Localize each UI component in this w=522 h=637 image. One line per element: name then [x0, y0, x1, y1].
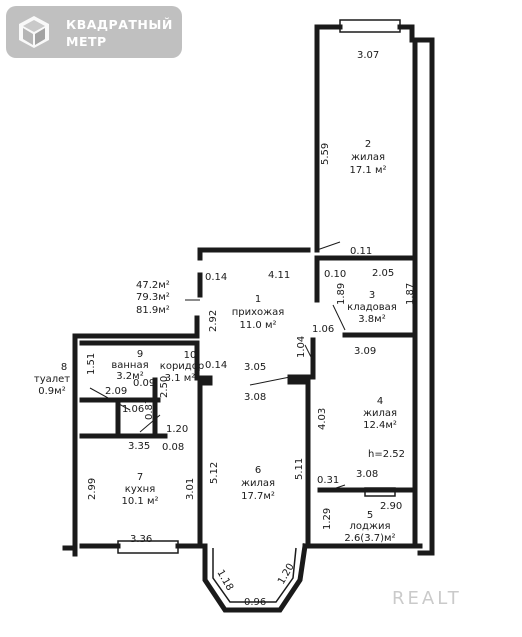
room-2-name: жилая [351, 152, 385, 163]
walls [62, 19, 435, 613]
room-4-num: 4 [377, 396, 383, 407]
ceiling-height: h=2.52 [368, 449, 405, 460]
room-8-num: 8 [61, 362, 67, 373]
dim-3-09: 3.09 [354, 346, 376, 357]
door-lines [89, 241, 346, 491]
dim-1-89: 1.89 [336, 283, 347, 305]
room-4-name: жилая [363, 408, 397, 419]
room-1-area: 11.0 м² [240, 320, 277, 331]
room-5-area: 2.6(3.7)м² [344, 533, 395, 544]
dim-3-07: 3.07 [357, 50, 379, 61]
dim-1-06-b: 1.06 [122, 404, 144, 415]
dim-0-14-top: 0.14 [205, 272, 227, 283]
room-6-area: 17.7м² [241, 491, 275, 502]
dim-0-96: 0.96 [244, 597, 266, 608]
room-1-name: прихожая [232, 307, 285, 318]
room-5-num: 5 [367, 510, 373, 521]
dim-5-12: 5.12 [209, 462, 220, 484]
dim-2-50: 2.50 [159, 376, 170, 398]
dim-1-29: 1.29 [322, 508, 333, 530]
total-living: 47.2м² [136, 280, 170, 291]
dim-3-35: 3.35 [128, 441, 150, 452]
dim-3-08-b: 3.08 [356, 469, 378, 480]
dim-2-90: 2.90 [380, 501, 402, 512]
room-7-num: 7 [137, 472, 143, 483]
dim-1-20-a: 1.20 [166, 424, 188, 435]
dim-5-59: 5.59 [320, 143, 331, 165]
dim-1-87: 1.87 [405, 283, 416, 305]
dim-5-11: 5.11 [294, 458, 305, 480]
dim-2-92: 2.92 [208, 310, 219, 332]
logo-line-1: КВАДРАТНЫЙ [66, 17, 173, 32]
dim-2-05: 2.05 [372, 268, 394, 279]
dim-4-11: 4.11 [268, 270, 290, 281]
area-totals: 47.2м² 79.3м² 81.9м² [136, 280, 170, 316]
room-10-num: 10 [184, 350, 197, 361]
room-5-name: лоджия [350, 521, 391, 532]
kvadratny-metr-logo: КВАДРАТНЫЙ МЕТР [6, 6, 182, 58]
dim-0-09: 0.09 [133, 378, 155, 389]
room-7-area: 10.1 м² [122, 496, 159, 507]
room-2-num: 2 [365, 139, 371, 150]
room-6-name: жилая [241, 478, 275, 489]
room-4-area: 12.4м² [363, 420, 397, 431]
room-2-area: 17.1 м² [350, 165, 387, 176]
room-9-area: 3.2м² [116, 371, 143, 382]
room-3-num: 3 [369, 290, 375, 301]
dim-1-06-a: 1.06 [312, 324, 334, 335]
dim-1-51: 1.51 [86, 353, 97, 375]
logo-line-2: МЕТР [66, 34, 107, 49]
dim-0-87: 0.87 [144, 398, 155, 420]
dim-1-18: 1.18 [214, 568, 235, 593]
room-7-name: кухня [125, 484, 155, 495]
dim-0-31: 0.31 [317, 475, 339, 486]
dim-2-09: 2.09 [105, 386, 127, 397]
dim-3-36: 3.36 [130, 534, 152, 545]
dim-0-11: 0.11 [350, 246, 372, 257]
room-9-num: 9 [137, 349, 143, 360]
room-labels: 2 жилая 17.1 м² 3 кладовая 3.8м² 1 прихо… [34, 139, 405, 544]
room-8-area: 0.9м² [38, 386, 65, 397]
realt-watermark: REALT [392, 588, 462, 609]
dim-3-01: 3.01 [185, 478, 196, 500]
room-3-name: кладовая [347, 302, 397, 313]
cube-icon [19, 16, 49, 48]
dim-0-08: 0.08 [162, 442, 184, 453]
dim-3-05: 3.05 [244, 362, 266, 373]
total-general: 79.3м² [136, 292, 170, 303]
dim-1-04: 1.04 [296, 336, 307, 358]
room-10-area: 3.1 м² [165, 373, 196, 384]
room-9-name: ванная [111, 360, 148, 371]
room-6-num: 6 [255, 465, 261, 476]
dim-3-08-a: 3.08 [244, 392, 266, 403]
dim-0-14-mid: 0.14 [205, 360, 227, 371]
dim-2-99: 2.99 [87, 478, 98, 500]
dim-0-10: 0.10 [324, 269, 346, 280]
total-with-loggia: 81.9м² [136, 305, 170, 316]
room-10-name: коридор [160, 361, 204, 372]
room-8-name: туалет [34, 374, 70, 385]
room-1-num: 1 [255, 294, 261, 305]
dim-4-03: 4.03 [317, 408, 328, 430]
room-3-area: 3.8м² [358, 314, 385, 325]
